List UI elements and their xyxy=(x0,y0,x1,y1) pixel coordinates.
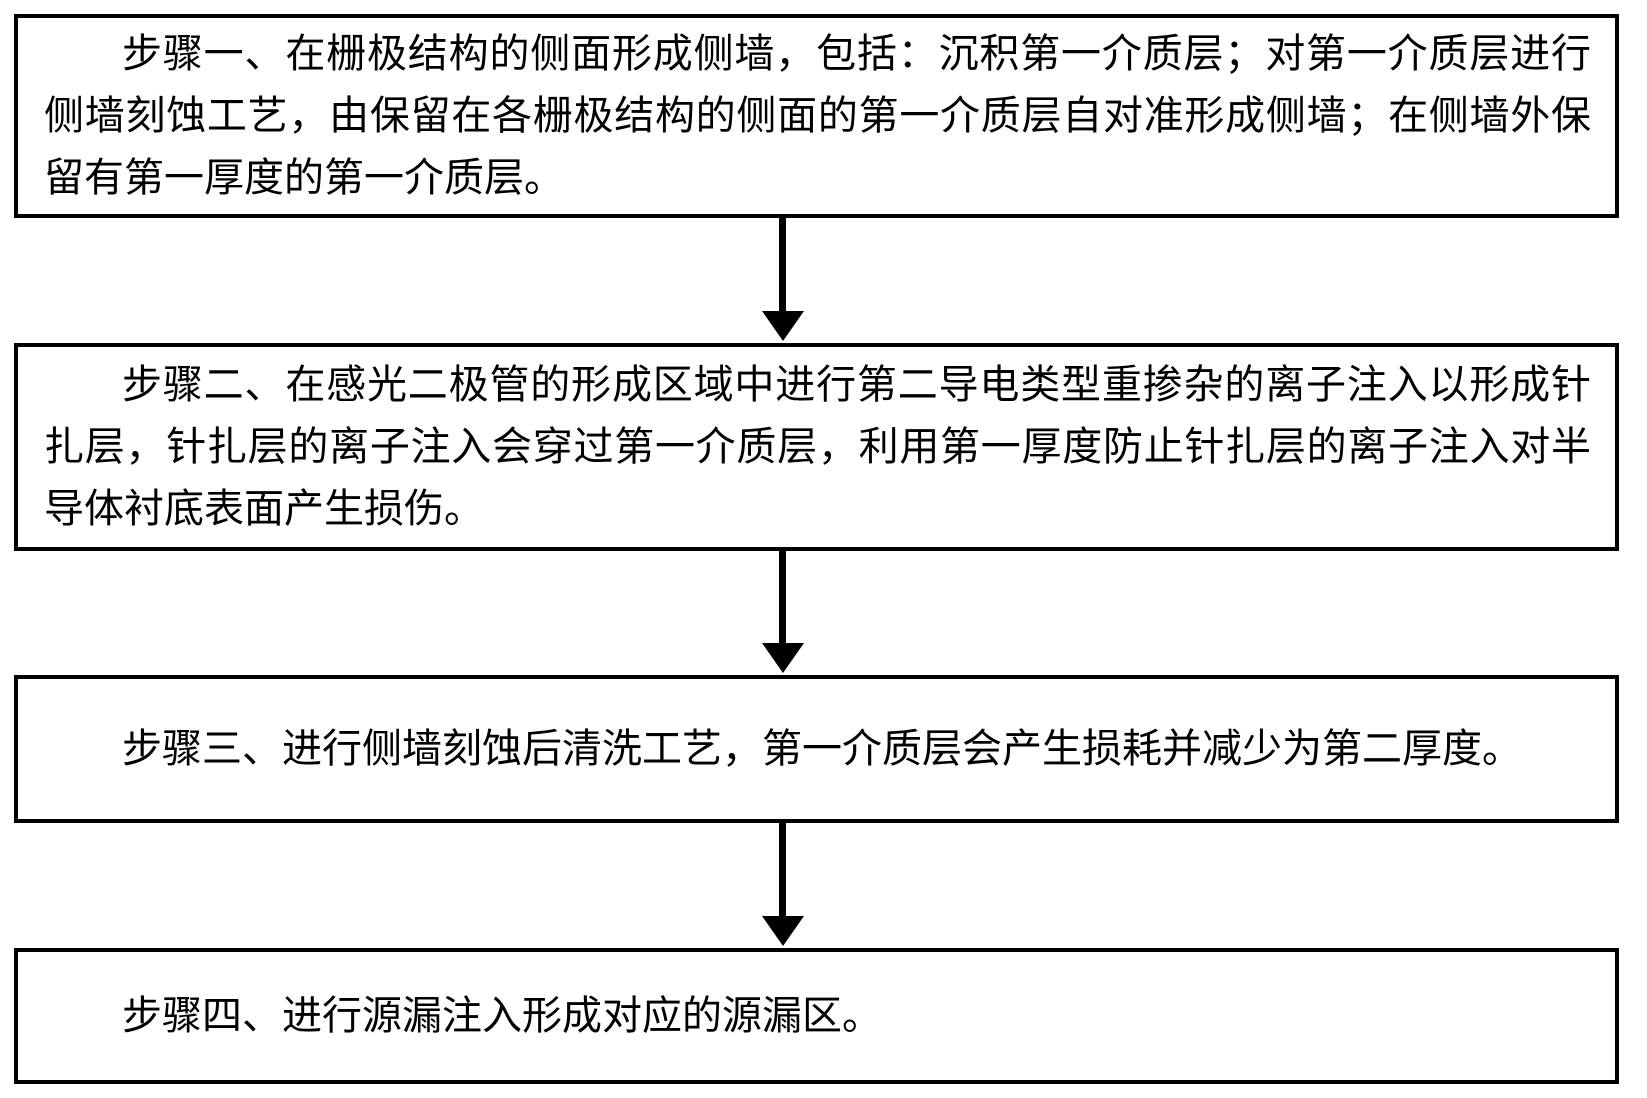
arrow-head-down-icon xyxy=(762,916,804,946)
arrow-shaft-icon xyxy=(779,551,786,645)
arrow-head-down-icon xyxy=(762,643,804,673)
flowchart-step-3-label: 步骤三、进行侧墙刻蚀后清洗工艺，第一介质层会产生损耗并减少为第二厚度。 xyxy=(122,726,1522,772)
flowchart-step-4-box: 步骤四、进行源漏注入形成对应的源漏区。 xyxy=(14,948,1619,1084)
flowchart-step-2-box: 步骤二、在感光二极管的形成区域中进行第二导电类型重掺杂的离子注入以形成针扎层，针… xyxy=(14,343,1619,551)
arrow-head-down-icon xyxy=(762,311,804,341)
flowchart-step-4-label: 步骤四、进行源漏注入形成对应的源漏区。 xyxy=(122,993,882,1039)
flowchart-step-1-box: 步骤一、在栅极结构的侧面形成侧墙，包括：沉积第一介质层；对第一介质层进行侧墙刻蚀… xyxy=(14,14,1619,218)
flowchart-step-3-box: 步骤三、进行侧墙刻蚀后清洗工艺，第一介质层会产生损耗并减少为第二厚度。 xyxy=(14,675,1619,823)
flowchart-step-2-label: 步骤二、在感光二极管的形成区域中进行第二导电类型重掺杂的离子注入以形成针扎层，针… xyxy=(44,362,1591,532)
flowchart-step-1-label: 步骤一、在栅极结构的侧面形成侧墙，包括：沉积第一介质层；对第一介质层进行侧墙刻蚀… xyxy=(44,31,1591,201)
arrow-shaft-icon xyxy=(779,218,786,313)
arrow-shaft-icon xyxy=(779,823,786,918)
